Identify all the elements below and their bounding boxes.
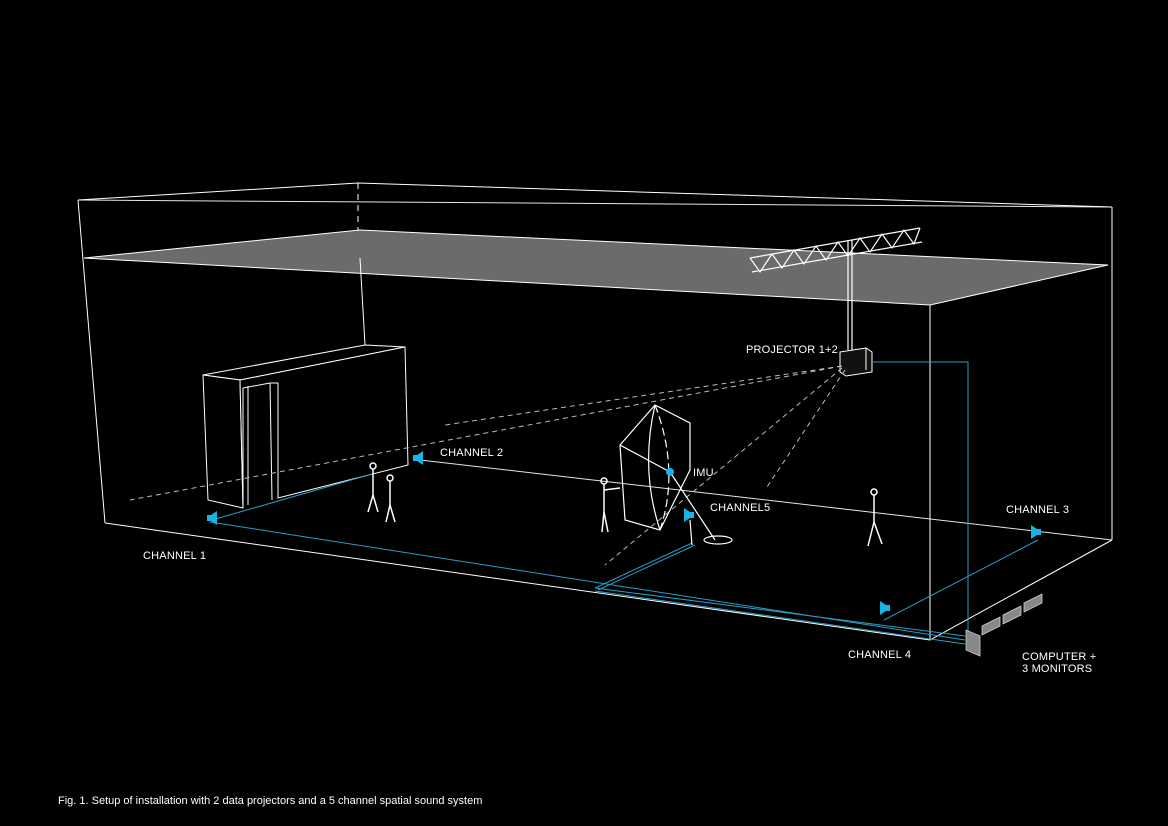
person [867,488,883,547]
person [600,477,621,533]
speakers [207,451,1041,615]
label-projector: PROJECTOR 1+2 [746,344,838,356]
figure-caption: Fig. 1. Setup of installation with 2 dat… [58,795,483,807]
people [367,462,883,547]
projection-rays [129,365,846,566]
truss [749,227,923,350]
ceiling-plane [83,229,1109,306]
sculpture [619,404,733,546]
person [367,462,379,513]
speaker-icon [684,508,694,522]
entrance-wall [202,344,409,509]
label-imu: IMU [693,467,714,479]
speaker-icon [1031,525,1041,539]
label-channel-1: CHANNEL 1 [143,550,207,562]
label-channel-4: CHANNEL 4 [848,649,912,661]
imu-sensor [666,468,674,476]
label-channel-2: CHANNEL 2 [440,447,504,459]
label-computer: COMPUTER + [1022,651,1097,663]
cables [209,361,1039,645]
room-outline [77,182,1113,641]
projector [839,347,873,377]
label-channel-3: CHANNEL 3 [1006,504,1070,516]
speaker-icon [413,451,423,465]
speaker-icon [207,511,217,525]
label-monitors: 3 MONITORS [1022,663,1093,675]
computer-monitors [965,593,1043,657]
label-channel-5: CHANNEL5 [710,502,771,514]
speaker-icon [880,601,890,615]
person [385,474,396,523]
